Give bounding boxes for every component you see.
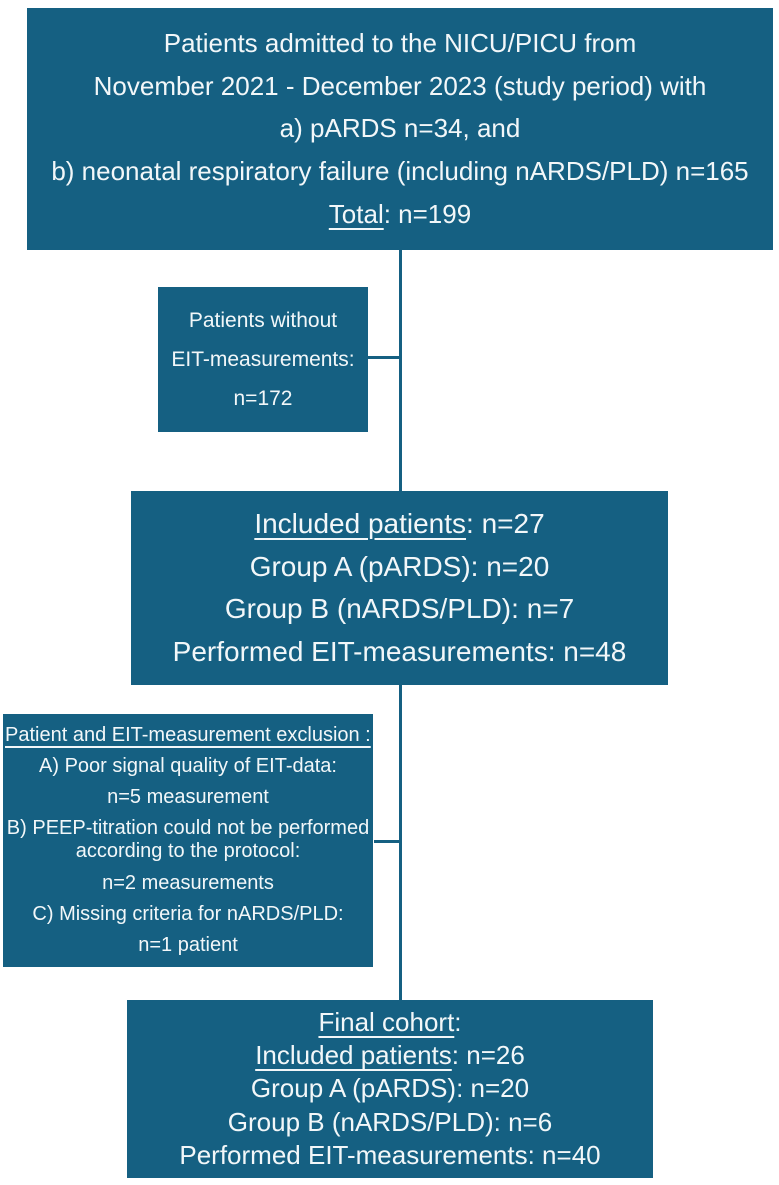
- total-label: Total: [328, 199, 384, 230]
- connector-vertical-bottom: [399, 685, 402, 1000]
- exclusion-item-a-n: n=5 measurement: [107, 786, 269, 809]
- final-cohort-line: Final cohort:: [318, 1007, 461, 1038]
- final-cohort-colon: :: [454, 1007, 462, 1038]
- final-group-b: Group B (nARDS/PLD): n=6: [227, 1106, 553, 1137]
- total-value: : n=199: [383, 199, 472, 230]
- included-measurements: Performed EIT-measurements: n=48: [172, 635, 627, 667]
- final-included-label: Included patients: [255, 1040, 452, 1071]
- box-exclusion-criteria: Patient and EIT-measurement exclusion : …: [3, 714, 373, 967]
- included-group-b: Group B (nARDS/PLD): n=7: [224, 593, 575, 625]
- box-admitted-patients: Patients admitted to the NICU/PICU from …: [27, 8, 773, 250]
- box-included-patients: Included patients: n=27 Group A (pARDS):…: [131, 491, 668, 685]
- no-eit-line-1: Patients without: [188, 308, 338, 332]
- final-included-line: Included patients: n=26: [255, 1040, 525, 1071]
- exclusion-heading: Patient and EIT-measurement exclusion :: [5, 724, 371, 747]
- final-group-a: Group A (pARDS): n=20: [250, 1073, 530, 1104]
- included-group-a: Group A (pARDS): n=20: [249, 550, 550, 582]
- exclusion-item-b-line2: according to the protocol:: [75, 840, 301, 863]
- box-final-cohort: Final cohort: Included patients: n=26 Gr…: [127, 1000, 653, 1178]
- exclusion-item-b: B) PEEP-titration could not be performed…: [7, 817, 369, 863]
- exclusion-item-a: A) Poor signal quality of EIT-data:: [39, 755, 337, 778]
- box-no-eit-measurements: Patients without EIT-measurements: n=172: [158, 287, 368, 432]
- admitted-total-line: Total: n=199: [329, 199, 471, 230]
- no-eit-line-3: n=172: [233, 386, 293, 410]
- included-value: : n=27: [466, 508, 545, 540]
- included-label: Included patients: [254, 508, 467, 540]
- admitted-line-3: a) pARDS n=34, and: [279, 113, 521, 144]
- included-line: Included patients: n=27: [254, 508, 544, 540]
- no-eit-line-2: EIT-measurements:: [171, 347, 355, 371]
- final-included-value: : n=26: [451, 1040, 525, 1071]
- exclusion-item-b-line1: B) PEEP-titration could not be performed: [6, 817, 370, 840]
- final-cohort-label: Final cohort: [318, 1007, 455, 1038]
- exclusion-item-b-n: n=2 measurements: [102, 871, 274, 894]
- admitted-line-1: Patients admitted to the NICU/PICU from: [163, 27, 637, 58]
- admitted-line-2: November 2021 - December 2023 (study per…: [93, 70, 707, 101]
- exclusion-item-c-n: n=1 patient: [138, 933, 238, 956]
- exclusion-item-c: C) Missing criteria for nARDS/PLD:: [32, 902, 344, 925]
- connector-horizontal-exclusion: [374, 840, 400, 843]
- connector-vertical-top: [399, 250, 402, 491]
- admitted-line-4: b) neonatal respiratory failure (includi…: [51, 156, 749, 187]
- final-measurements: Performed EIT-measurements: n=40: [179, 1139, 601, 1170]
- connector-horizontal-no-eit: [367, 356, 400, 359]
